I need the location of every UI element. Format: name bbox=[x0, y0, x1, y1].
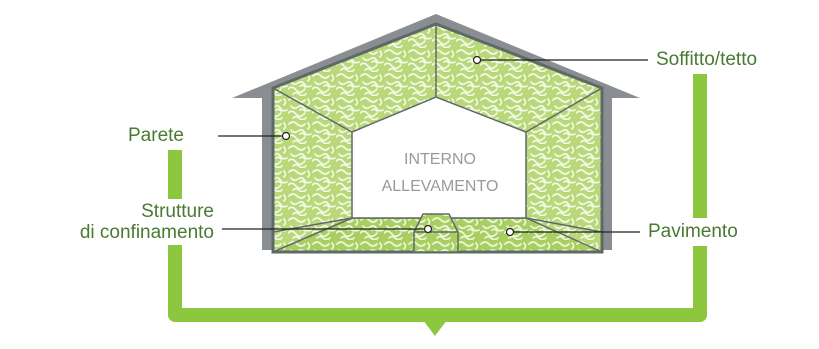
interior-room bbox=[351, 96, 527, 219]
leader-lines bbox=[218, 55, 648, 237]
pavimento-marker bbox=[505, 227, 515, 237]
soffitto-marker bbox=[472, 55, 482, 65]
confinement-structure bbox=[413, 213, 459, 253]
strutture-marker bbox=[423, 224, 433, 234]
down-arrow-icon bbox=[423, 320, 447, 336]
interior-label-line1: INTERNO bbox=[404, 151, 476, 168]
interior-label-line2: ALLEVAMENTO bbox=[382, 178, 499, 195]
label-soffitto: Soffitto/tetto bbox=[648, 46, 766, 74]
label-strutture-line1: Strutture bbox=[141, 201, 214, 222]
label-parete: Parete bbox=[120, 122, 192, 150]
barn-walls bbox=[271, 22, 604, 254]
label-pavimento: Pavimento bbox=[640, 218, 746, 246]
label-strutture-line2: di confinamento bbox=[79, 222, 214, 243]
parete-marker bbox=[281, 131, 291, 141]
label-strutture: Strutture di confinamento bbox=[12, 199, 222, 245]
